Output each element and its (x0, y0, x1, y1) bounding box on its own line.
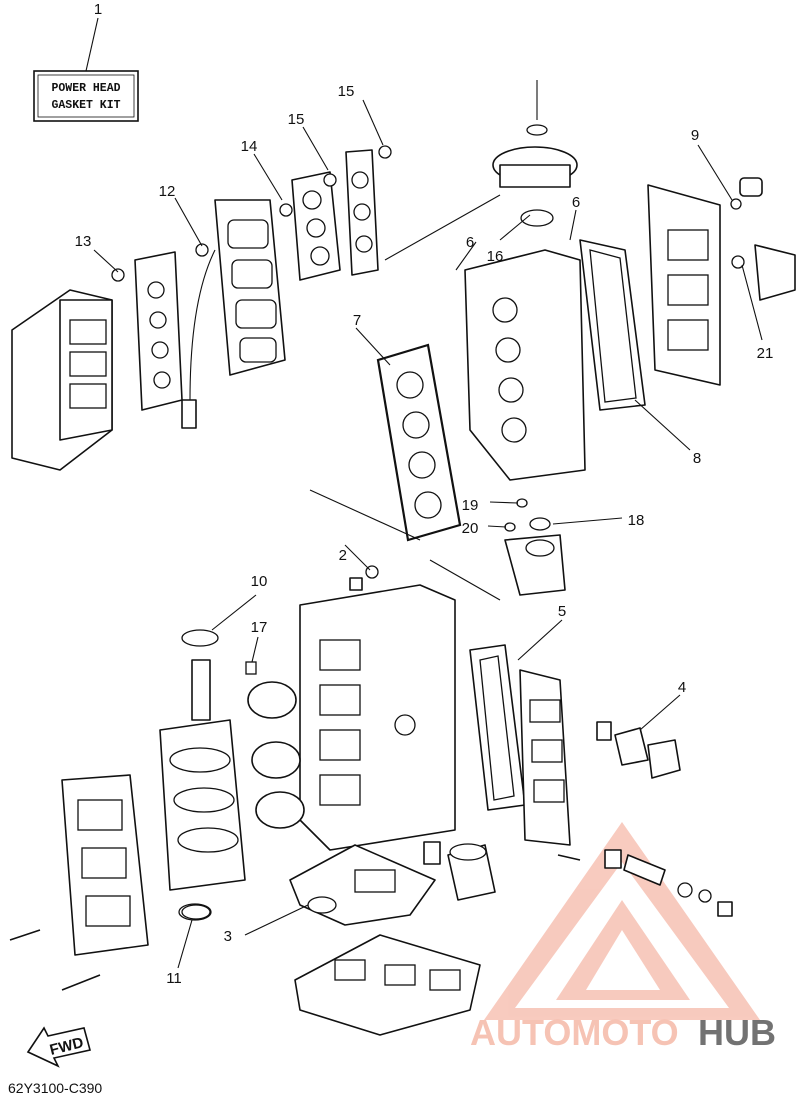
part-exhaust-inner-cover (519, 669, 571, 846)
callout-5: 5 (558, 603, 566, 620)
kit-label-line1: POWER HEAD (51, 82, 120, 95)
callout-6b: 6 (466, 234, 474, 251)
part-8-head-cover-gasket (579, 239, 646, 411)
callout-2: 2 (339, 547, 347, 564)
part-crankcase (9, 774, 149, 991)
leader-lines (93, 99, 763, 969)
part-14-carburetor-assembly (181, 199, 293, 429)
part-18-water-fitting (504, 498, 566, 596)
kit-label-line2: GASKET KIT (51, 99, 120, 112)
part-9-exhaust-cover (647, 177, 763, 386)
part-13-silencer-cover (11, 268, 125, 471)
callout-15b: 15 (338, 83, 355, 100)
callout-21: 21 (757, 345, 774, 362)
callout-16: 16 (487, 248, 504, 265)
callout-15a: 15 (288, 111, 305, 128)
callout-20: 20 (462, 520, 479, 537)
callout-8: 8 (693, 450, 701, 467)
part-cylinder-block (299, 565, 456, 851)
diagram-code: 62Y3100-C390 (8, 1080, 102, 1096)
callout-14: 14 (241, 138, 258, 155)
part-21-thermostat-cover (731, 244, 796, 301)
callout-18: 18 (628, 512, 645, 529)
part-15-intake-gasket-a (291, 171, 341, 281)
part-4-thermostat-gasket (596, 721, 681, 779)
part-oil-filter (423, 841, 496, 901)
callout-10: 10 (251, 573, 268, 590)
fwd-arrow-icon: FWD (26, 1026, 91, 1068)
callout-9: 9 (691, 127, 699, 144)
callout-4: 4 (678, 679, 686, 696)
part-5-exhaust-gasket (469, 644, 526, 811)
callout-6a: 6 (572, 194, 580, 211)
part-11-oil-seal (181, 904, 211, 920)
callout-11: 11 (166, 970, 182, 987)
callout-7: 7 (353, 312, 361, 329)
part-12-silencer-gasket (134, 243, 209, 411)
part-16-cylinder-head (464, 80, 586, 481)
callout-19: 19 (462, 497, 479, 514)
part-oil-pan (294, 934, 481, 1036)
kit-label-box: POWER HEAD GASKET KIT (33, 70, 139, 122)
callout-3: 3 (224, 928, 232, 945)
watermark-text-part1: AUTOMOTO (470, 1012, 679, 1053)
part-15-intake-gasket-b (345, 145, 392, 276)
part-3-base-gasket (289, 844, 436, 926)
watermark-text-part2: HUB (698, 1012, 776, 1053)
callout-13: 13 (75, 233, 92, 250)
callout-1: 1 (94, 1, 102, 18)
callout-12: 12 (159, 183, 176, 200)
part-bolts-lower-right (557, 849, 733, 917)
watermark-logo (484, 822, 760, 1020)
part-crankshaft (159, 629, 305, 921)
part-7-head-gasket (376, 343, 462, 542)
callout-17: 17 (251, 619, 268, 636)
